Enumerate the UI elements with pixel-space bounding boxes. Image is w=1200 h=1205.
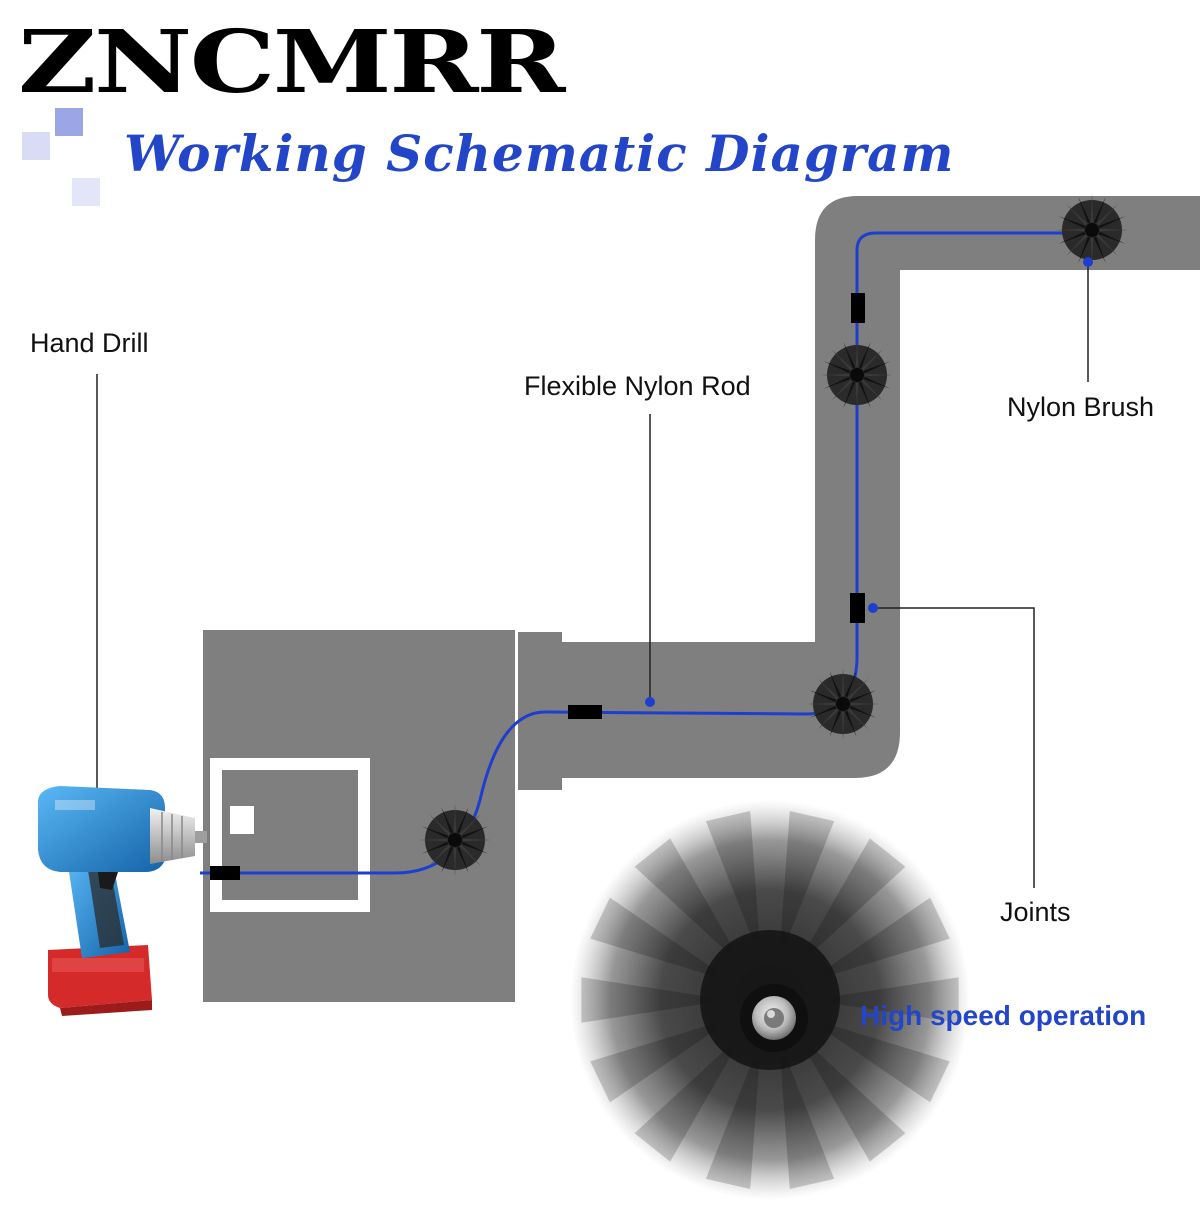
nylon-brush-icon — [419, 804, 491, 876]
label-hand-drill: Hand Drill — [30, 328, 149, 358]
label-joints: Joints — [1000, 897, 1071, 927]
joint-icon — [568, 705, 602, 719]
duct — [560, 196, 1200, 778]
label-high-speed-operation: High speed operation — [860, 1000, 1147, 1031]
joint-icon — [851, 293, 865, 323]
label-flexible-nylon-rod: Flexible Nylon Rod — [524, 371, 751, 401]
spinning-brush-icon — [570, 800, 970, 1200]
nylon-brush-icon — [807, 668, 879, 740]
hand-drill-icon — [38, 786, 207, 1016]
nylon-brush-icon — [1056, 194, 1128, 266]
nylon-brush-icon — [821, 339, 893, 411]
leader-lines — [96, 262, 1089, 888]
diagram-title: Working Schematic Diagram — [124, 124, 955, 183]
decorative-squares — [22, 108, 100, 206]
joint-icon — [210, 866, 240, 880]
label-nylon-brush: Nylon Brush — [1007, 392, 1155, 422]
brand-logo: ZNCMRR — [18, 12, 565, 113]
brush-layer — [419, 194, 1128, 876]
vent-opening — [230, 806, 254, 834]
joint-icon — [850, 593, 865, 623]
